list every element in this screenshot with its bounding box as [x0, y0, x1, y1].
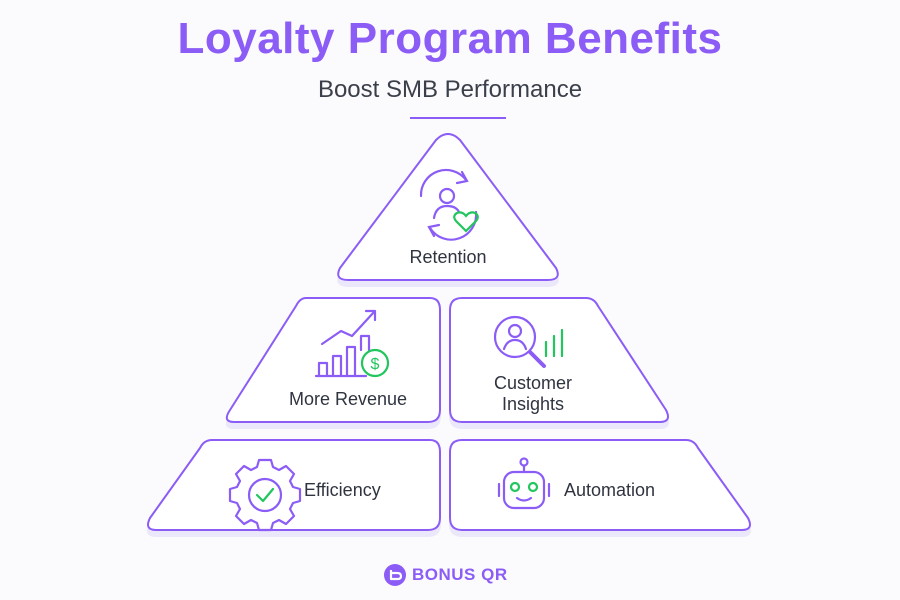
title-divider [410, 117, 506, 119]
tier-middle-right-label: Customer Insights [493, 373, 573, 414]
tier-bottom-right-label: Automation [564, 480, 656, 500]
page-subtitle: Boost SMB Performance [317, 76, 583, 103]
robot-icon [497, 457, 551, 510]
footer-brand: BONUS QR [384, 562, 508, 588]
bonus-qr-logo-icon [384, 564, 406, 586]
page-title: Loyalty Program Benefits [177, 14, 723, 63]
tier-top-label: Retention [409, 247, 487, 267]
growth-chart-dollar-icon: $ [314, 309, 390, 378]
gear-check-icon [228, 458, 302, 532]
tier-bottom-left-shape [147, 439, 441, 531]
user-magnifier-chart-icon [493, 315, 564, 368]
brand-name: BONUS QR [412, 565, 508, 584]
svg-text:$: $ [371, 356, 380, 373]
user-heart-cycle-icon [419, 168, 479, 241]
tier-bottom-left-label: Efficiency [304, 480, 381, 500]
tier-middle-right-shape [449, 297, 669, 423]
tier-middle-left-label: More Revenue [288, 389, 408, 409]
